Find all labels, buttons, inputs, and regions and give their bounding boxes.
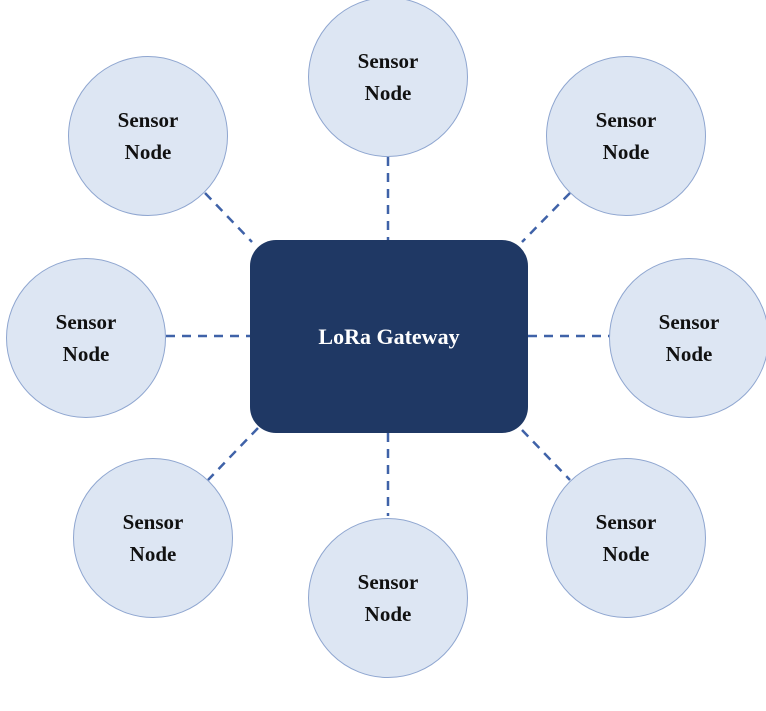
node-label-line2: Node xyxy=(364,602,412,626)
sensor-node-bottom: Sensor Node xyxy=(308,518,468,678)
node-label-line2: Node xyxy=(602,542,650,566)
node-label-line1: Sensor xyxy=(357,570,419,594)
lora-gateway: LoRa Gateway xyxy=(250,240,528,433)
node-label-line1: Sensor xyxy=(595,510,657,534)
node-label-line1: Sensor xyxy=(117,108,179,132)
node-label-line1: Sensor xyxy=(595,108,657,132)
gateway-label: LoRa Gateway xyxy=(318,323,460,349)
node-label-line2: Node xyxy=(124,140,172,164)
sensor-node-top-right: Sensor Node xyxy=(546,56,706,216)
sensor-node-left: Sensor Node xyxy=(6,258,166,418)
node-label-line2: Node xyxy=(364,81,412,105)
sensor-node-bottom-right: Sensor Node xyxy=(546,458,706,618)
node-label-line2: Node xyxy=(665,342,713,366)
node-label-line1: Sensor xyxy=(357,49,419,73)
node-label-line1: Sensor xyxy=(122,510,184,534)
node-label-line1: Sensor xyxy=(658,310,720,334)
link-top-left xyxy=(204,192,253,243)
sensor-node-top: Sensor Node xyxy=(308,0,468,157)
sensor-node-top-left: Sensor Node xyxy=(68,56,228,216)
node-label-line1: Sensor xyxy=(55,310,117,334)
node-label-line2: Node xyxy=(602,140,650,164)
link-bottom-right xyxy=(521,429,571,481)
node-label-line2: Node xyxy=(129,542,177,566)
link-top-right xyxy=(521,192,571,243)
node-label-line2: Node xyxy=(62,342,110,366)
sensor-node-right: Sensor Node xyxy=(609,258,766,418)
link-bottom-left xyxy=(207,427,259,481)
sensor-node-bottom-left: Sensor Node xyxy=(73,458,233,618)
